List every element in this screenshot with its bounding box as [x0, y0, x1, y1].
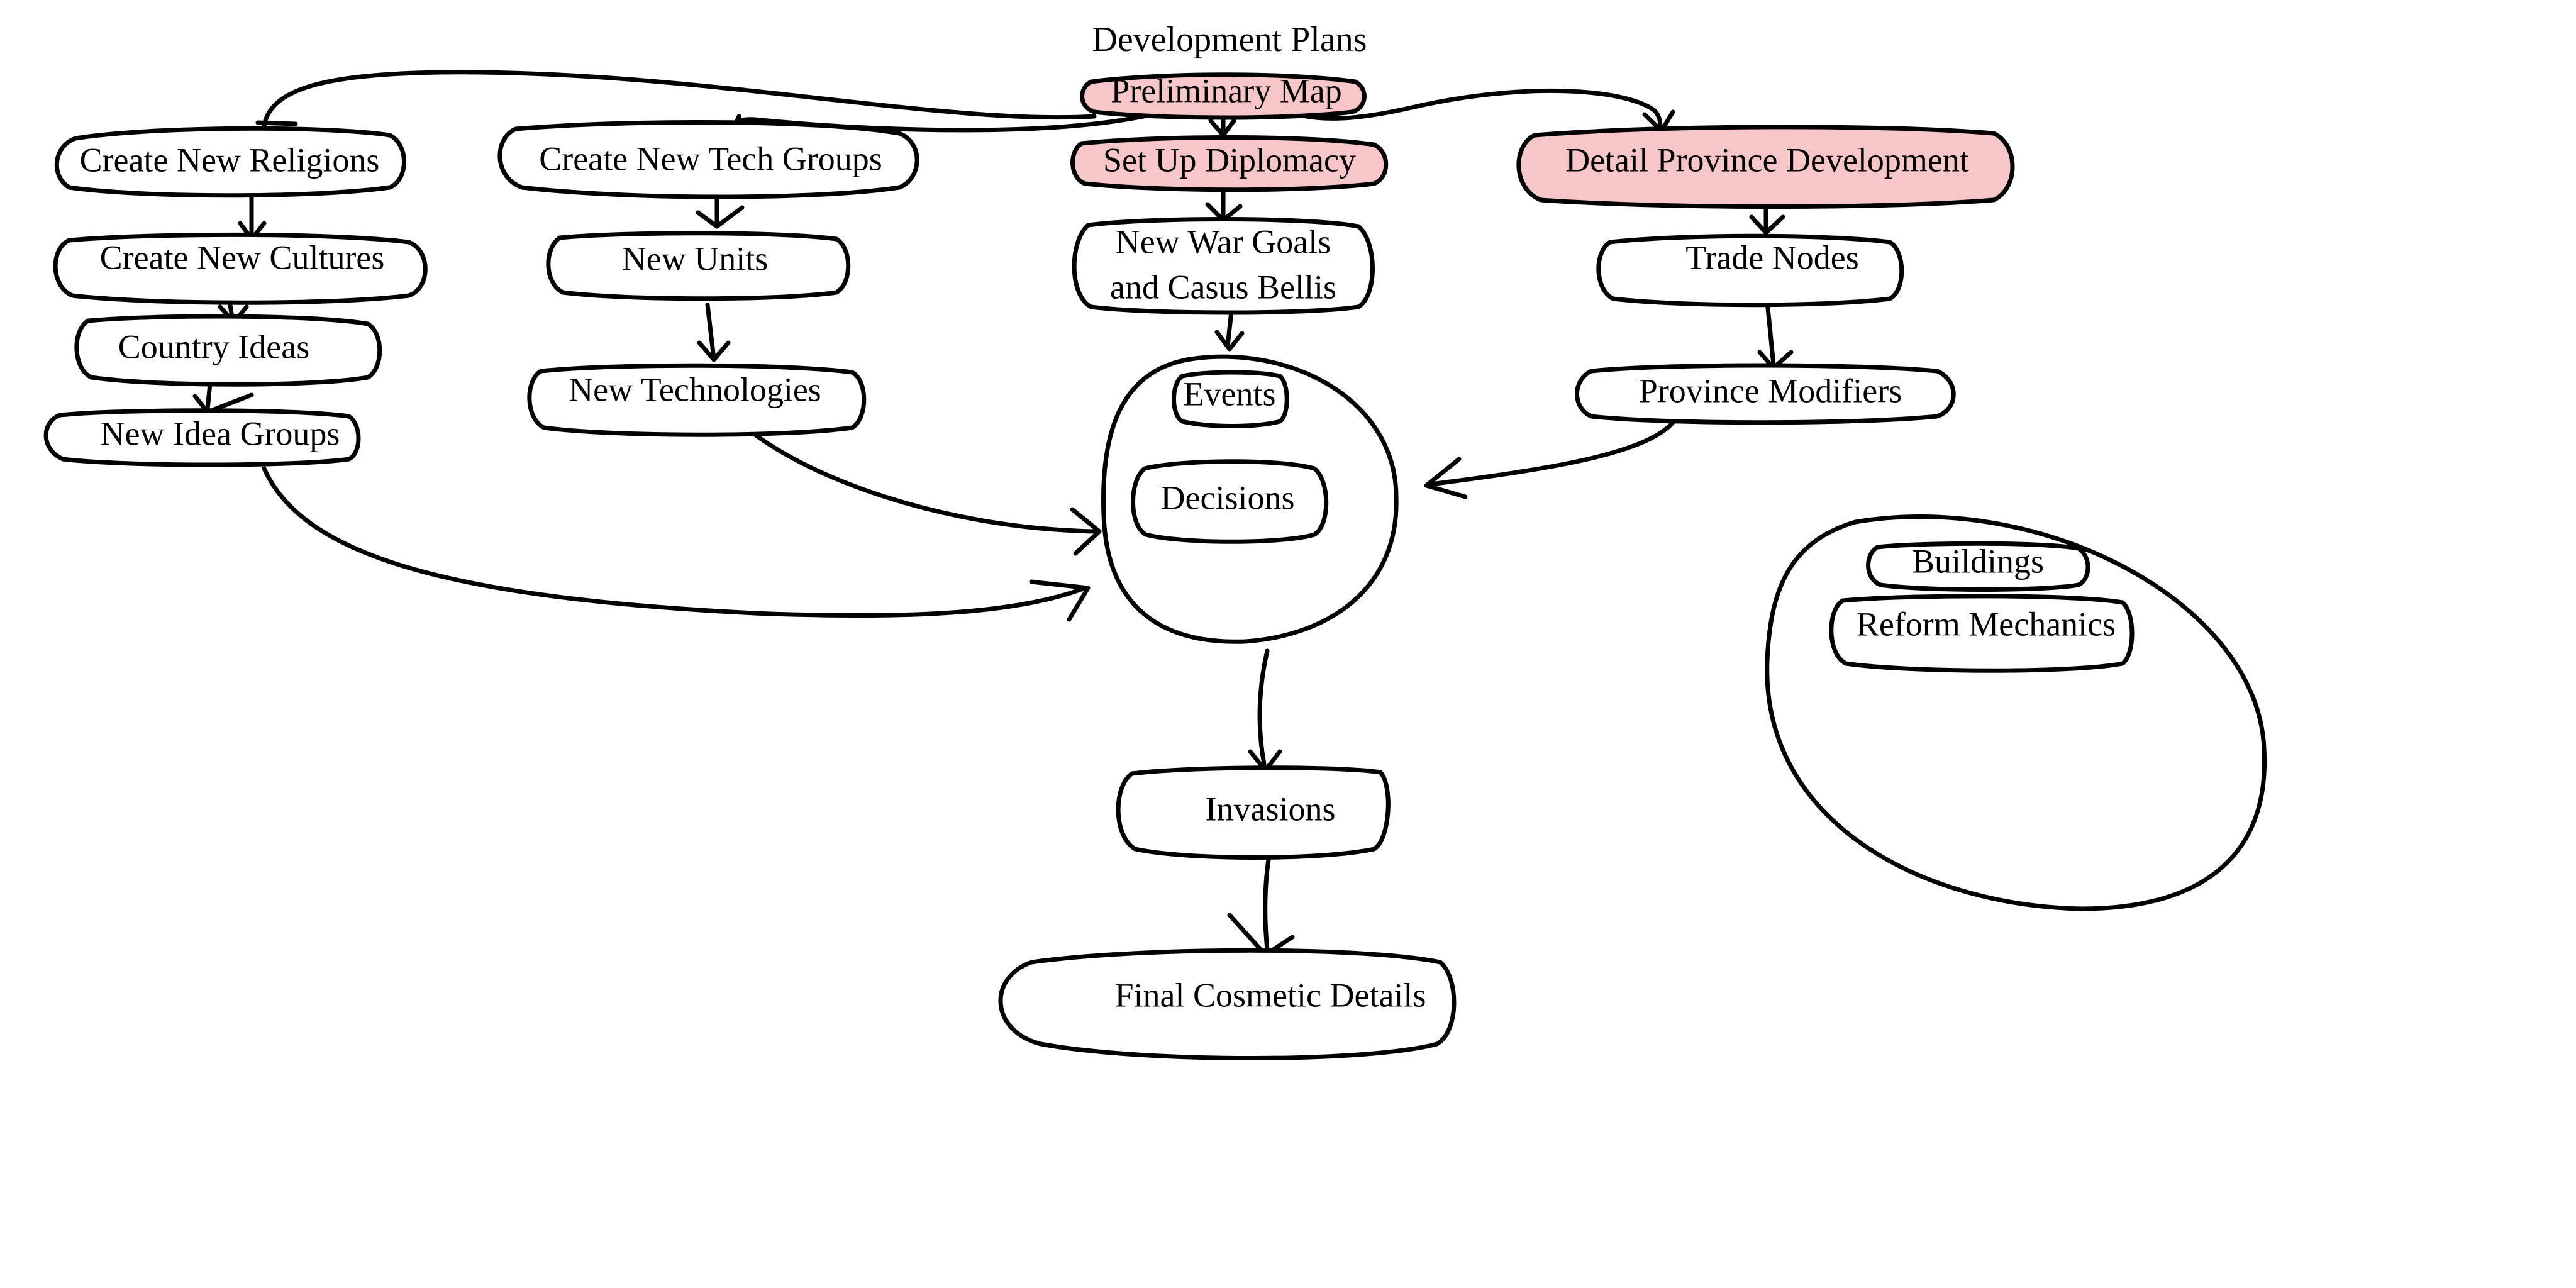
edge-units-to-technologies	[705, 303, 716, 361]
node-province-modifiers: Province Modifiers	[1575, 363, 1956, 425]
node-label-detail-province-development: Detail Province Development	[1565, 141, 1969, 179]
node-set-up-diplomacy: Set Up Diplomacy	[1070, 135, 1389, 192]
node-label-country-ideas: Country Ideas	[118, 328, 309, 365]
node-preliminary-map: Preliminary Map	[1080, 72, 1367, 120]
buildings-reform-group	[1765, 514, 2267, 911]
node-label-buildings: Buildings	[1912, 542, 2044, 580]
edge-invasions-to-final	[1263, 847, 1273, 952]
node-create-new-religions: Create New Religions	[54, 126, 406, 198]
node-create-new-tech-groups: Create New Tech Groups	[497, 120, 919, 199]
node-label-final-cosmetic-details: Final Cosmetic Details	[1115, 976, 1426, 1014]
node-events: Events	[1172, 370, 1289, 428]
node-final-cosmetic-details: Final Cosmetic Details	[998, 948, 1457, 1060]
node-trade-nodes: Trade Nodes	[1596, 233, 1904, 308]
node-decisions: Decisions	[1131, 459, 1329, 544]
node-detail-province-development: Detail Province Development	[1516, 125, 2015, 209]
node-label-new-technologies: New Technologies	[569, 370, 821, 408]
edge-group-to-invasions	[1257, 648, 1270, 767]
edges	[192, 70, 1794, 957]
node-label-create-new-cultures: Create New Cultures	[100, 238, 385, 276]
node-label-new-war-goals-line2: and Casus Bellis	[1110, 268, 1336, 306]
node-new-idea-groups: New Idea Groups	[43, 408, 361, 467]
node-label-decisions: Decisions	[1161, 479, 1295, 516]
edge-ideagroups-to-group	[262, 466, 1087, 618]
diagram-title: Development Plans	[1092, 20, 1367, 59]
node-buildings: Buildings	[1866, 541, 2090, 592]
node-label-set-up-diplomacy: Set Up Diplomacy	[1103, 141, 1356, 179]
edge-wargoals-to-events	[1225, 309, 1234, 348]
edge-map-to-religions	[262, 70, 1097, 128]
node-label-invasions: Invasions	[1206, 790, 1336, 828]
arrow-tradenodes	[1749, 214, 1785, 235]
edge-modifiers-to-group	[1428, 416, 1679, 487]
node-label-new-idea-groups: New Idea Groups	[101, 414, 340, 452]
node-label-events: Events	[1184, 375, 1276, 413]
events-decisions-group	[1101, 354, 1399, 644]
arrow-technologies-group	[1070, 507, 1102, 556]
node-label-create-new-religions: Create New Religions	[80, 141, 380, 179]
node-label-province-modifiers: Province Modifiers	[1639, 372, 1902, 409]
node-invasions: Invasions	[1116, 765, 1391, 860]
edge-map-to-province	[1268, 88, 1663, 131]
arrow-modifiers-group	[1424, 457, 1468, 499]
node-create-new-cultures: Create New Cultures	[53, 232, 428, 305]
edge-technologies-to-group	[740, 422, 1097, 534]
node-label-trade-nodes: Trade Nodes	[1685, 238, 1858, 276]
edge-tradenodes-to-modifiers	[1765, 299, 1776, 367]
node-reform-mechanics: Reform Mechanics	[1829, 594, 2135, 673]
arrow-ideagroups-group	[1029, 579, 1091, 622]
arrow-technologies	[697, 340, 731, 362]
node-label-preliminary-map: Preliminary Map	[1111, 72, 1341, 109]
arrow-units	[696, 205, 745, 229]
node-new-war-goals: New War Goals and Casus Bellis	[1072, 216, 1375, 315]
node-label-new-war-goals-line1: New War Goals	[1116, 223, 1331, 260]
node-label-new-units: New Units	[622, 240, 768, 277]
node-label-reform-mechanics: Reform Mechanics	[1857, 605, 2116, 643]
node-new-units: New Units	[546, 231, 851, 301]
arrow-events	[1214, 330, 1245, 352]
edge-map-to-religions-tick	[255, 120, 298, 126]
node-country-ideas: Country Ideas	[74, 314, 382, 387]
node-new-technologies: New Technologies	[527, 363, 867, 437]
node-label-create-new-tech-groups: Create New Tech Groups	[539, 140, 882, 177]
